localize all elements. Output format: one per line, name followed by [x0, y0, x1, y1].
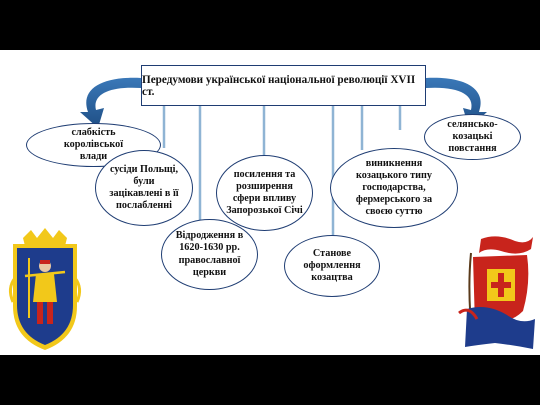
- left-curved-arrow: [80, 77, 141, 128]
- cossack-banner-image: [458, 236, 535, 349]
- node-label: Відродження в 1620-1630 рр. православної…: [175, 230, 244, 278]
- node-peasant-uprisings: селянсько-козацькі повстання: [424, 114, 521, 160]
- node-church-revival: Відродження в 1620-1630 рр. православної…: [161, 219, 258, 290]
- slide: Передумови української національної рево…: [0, 50, 540, 355]
- node-label: посилення та розширення сфери впливу Зап…: [226, 168, 303, 217]
- node-cossack-farming: виникнення козацького типу господарства,…: [330, 148, 458, 228]
- node-cossack-estate: Станове оформлення козацтва: [284, 235, 380, 297]
- diagram-title: Передумови української національної рево…: [141, 65, 426, 106]
- node-label: слабкість королівської влади: [63, 126, 124, 163]
- node-label: виникнення козацького типу господарства,…: [355, 157, 433, 218]
- node-label: Станове оформлення козацтва: [303, 247, 361, 284]
- node-sich-influence: посилення та розширення сфери впливу Зап…: [216, 155, 313, 231]
- cossack-coat-of-arms-image: [8, 228, 82, 350]
- node-label: сусіди Польщі, були зацікавлені в її пос…: [109, 163, 179, 212]
- node-neighbors: сусіди Польщі, були зацікавлені в її пос…: [95, 150, 193, 226]
- node-label: селянсько-козацькі повстання: [447, 118, 498, 155]
